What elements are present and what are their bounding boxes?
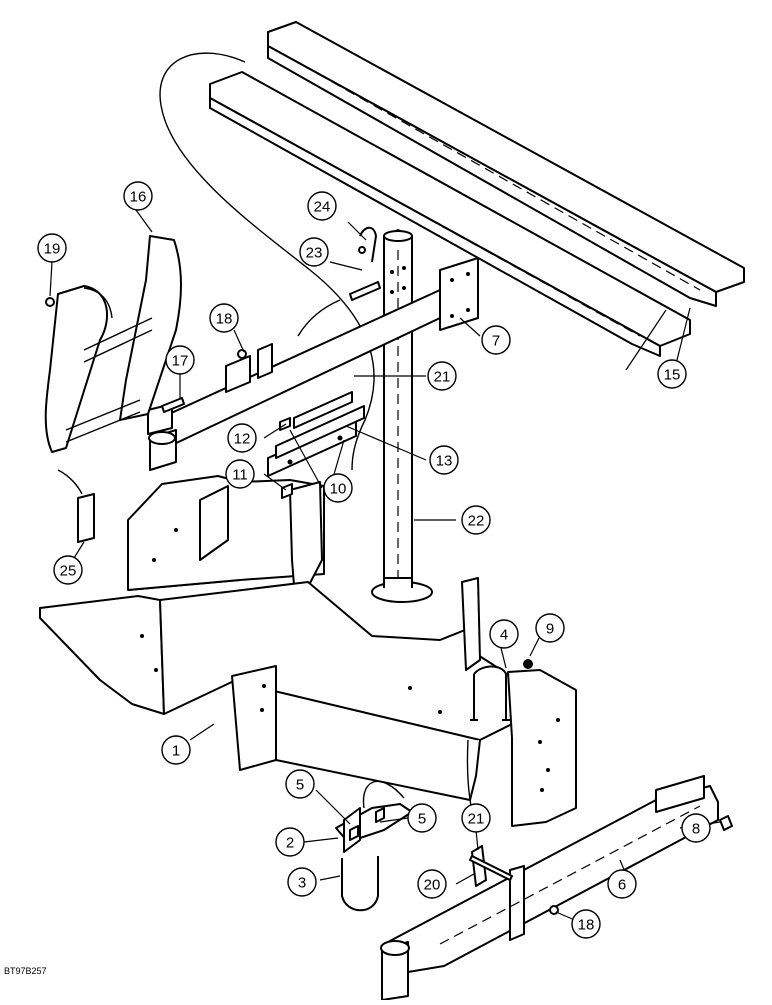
callout-21: 21 bbox=[461, 803, 491, 833]
callout-4: 4 bbox=[489, 619, 519, 649]
clamp-plates bbox=[267, 391, 365, 477]
callout-label: 5 bbox=[418, 811, 426, 828]
callout-circle bbox=[427, 361, 457, 391]
callout-label: 17 bbox=[172, 353, 189, 370]
callout-circle bbox=[535, 613, 565, 643]
callout-8: 8 bbox=[681, 813, 711, 843]
lower-cross-tube bbox=[380, 775, 719, 1001]
callout-label: 8 bbox=[692, 821, 700, 838]
callout-circle bbox=[461, 803, 491, 833]
callout-circle bbox=[481, 325, 511, 355]
callout-label: 19 bbox=[44, 241, 61, 258]
callout-15: 15 bbox=[657, 359, 687, 389]
callout-label: 23 bbox=[306, 245, 323, 262]
callout-label: 9 bbox=[546, 621, 554, 638]
callout-3: 3 bbox=[287, 867, 317, 897]
callout-circle bbox=[681, 813, 711, 843]
callout-circle bbox=[161, 735, 191, 765]
callout-10: 10 bbox=[323, 473, 353, 503]
callout-9: 9 bbox=[535, 613, 565, 643]
callout-circle bbox=[165, 345, 195, 375]
callout-label: 16 bbox=[130, 189, 147, 206]
callout-24: 24 bbox=[307, 191, 337, 221]
callout-12: 12 bbox=[227, 423, 257, 453]
callout-circle bbox=[323, 473, 353, 503]
callout-circle bbox=[461, 505, 491, 535]
lower-bracket bbox=[335, 780, 413, 912]
callout-circle bbox=[407, 803, 437, 833]
callout-label: 22 bbox=[468, 513, 485, 530]
callout-25: 25 bbox=[53, 555, 83, 585]
callout-21: 21 bbox=[427, 361, 457, 391]
callout-label: 12 bbox=[234, 431, 251, 448]
callout-label: 25 bbox=[60, 563, 77, 580]
callout-circle bbox=[53, 555, 83, 585]
callout-circle bbox=[209, 303, 239, 333]
callout-circle bbox=[123, 181, 153, 211]
callout-18: 18 bbox=[571, 909, 601, 939]
routing-line bbox=[159, 52, 375, 471]
callout-circle bbox=[37, 233, 67, 263]
callout-23: 23 bbox=[299, 237, 329, 267]
vertical-post bbox=[371, 229, 433, 603]
callout-circle bbox=[225, 459, 255, 489]
callout-label: 5 bbox=[296, 777, 304, 794]
callout-20: 20 bbox=[417, 869, 447, 899]
callout-label: 3 bbox=[298, 875, 306, 892]
callout-circle bbox=[287, 867, 317, 897]
upper-cross-tube bbox=[147, 257, 479, 471]
callout-label: 21 bbox=[434, 369, 451, 386]
callout-label: 18 bbox=[578, 917, 595, 934]
callout-17: 17 bbox=[165, 345, 195, 375]
callout-1: 1 bbox=[161, 735, 191, 765]
callout-circle bbox=[417, 869, 447, 899]
callout-18: 18 bbox=[209, 303, 239, 333]
callout-label: 15 bbox=[664, 367, 681, 384]
callout-7: 7 bbox=[481, 325, 511, 355]
callout-label: 10 bbox=[330, 481, 347, 498]
callout-22: 22 bbox=[461, 505, 491, 535]
callout-circle bbox=[275, 827, 305, 857]
callout-circle bbox=[657, 359, 687, 389]
callout-label: 1 bbox=[172, 743, 180, 760]
callout-label: 6 bbox=[618, 877, 626, 894]
callout-label: 4 bbox=[500, 627, 508, 644]
callout-circle bbox=[307, 191, 337, 221]
decal bbox=[77, 493, 95, 543]
callout-circle bbox=[285, 769, 315, 799]
callout-label: 13 bbox=[436, 453, 453, 470]
channel-rails bbox=[209, 21, 745, 357]
callout-13: 13 bbox=[429, 445, 459, 475]
callout-circle bbox=[227, 423, 257, 453]
callout-circle bbox=[299, 237, 329, 267]
callout-label: 7 bbox=[492, 333, 500, 350]
callout-2: 2 bbox=[275, 827, 305, 857]
u-bolt-upper bbox=[470, 665, 510, 721]
drawing-code: BT97B257 bbox=[4, 966, 47, 976]
callout-circle bbox=[571, 909, 601, 939]
callout-11: 11 bbox=[225, 459, 255, 489]
callout-circle bbox=[489, 619, 519, 649]
callout-label: 11 bbox=[232, 467, 248, 484]
callout-group: 1234556789101112131516171818192021212223… bbox=[37, 181, 711, 939]
main-frame bbox=[39, 475, 577, 827]
callout-label: 24 bbox=[314, 199, 331, 216]
callout-label: 2 bbox=[286, 835, 294, 852]
callout-5: 5 bbox=[407, 803, 437, 833]
callout-16: 16 bbox=[123, 181, 153, 211]
callout-label: 21 bbox=[468, 811, 485, 828]
callout-label: 18 bbox=[216, 311, 233, 328]
callout-19: 19 bbox=[37, 233, 67, 263]
callout-circle bbox=[607, 869, 637, 899]
nut-9 bbox=[523, 659, 533, 669]
callout-5: 5 bbox=[285, 769, 315, 799]
callout-6: 6 bbox=[607, 869, 637, 899]
slotted-bracket bbox=[44, 235, 182, 453]
callout-circle bbox=[429, 445, 459, 475]
callout-label: 20 bbox=[424, 877, 441, 894]
